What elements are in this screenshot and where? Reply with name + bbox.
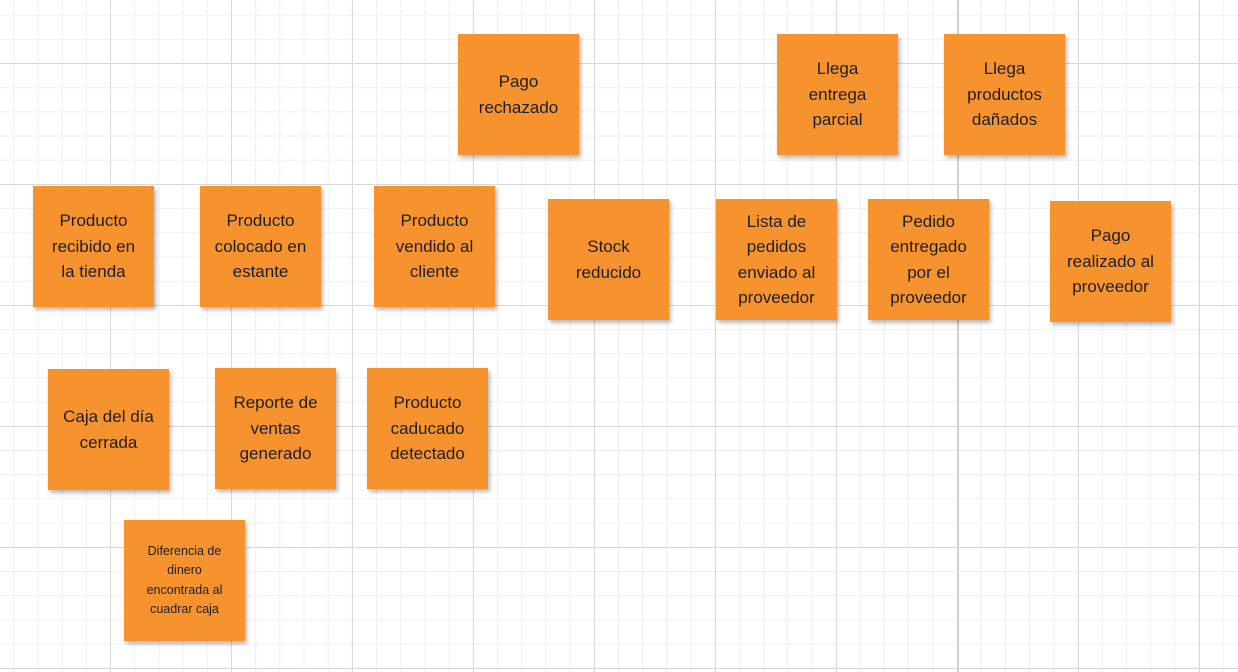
sticky-note-pedido-entregado[interactable]: Pedido entregado por el proveedor <box>868 199 989 320</box>
sticky-note-diferencia-dinero[interactable]: Diferencia de dinero encontrada al cuadr… <box>124 520 245 641</box>
sticky-note-producto-caducado[interactable]: Producto caducado detectado <box>367 368 488 489</box>
sticky-note-pago-realizado[interactable]: Pago realizado al proveedor <box>1050 201 1171 322</box>
sticky-note-text: Diferencia de dinero encontrada al cuadr… <box>146 543 223 617</box>
sticky-note-text: Llega entrega parcial <box>808 59 867 130</box>
sticky-note-lista-pedidos[interactable]: Lista de pedidos enviado al proveedor <box>716 199 837 320</box>
sticky-note-llega-productos-danados[interactable]: Llega productos dañados <box>944 34 1065 155</box>
sticky-note-producto-colocado[interactable]: Producto colocado en estante <box>200 186 321 307</box>
sticky-note-text: Producto caducado detectado <box>390 393 465 464</box>
sticky-note-text: Producto vendido al cliente <box>395 211 474 282</box>
sticky-note-text: Caja del día cerrada <box>63 407 154 452</box>
sticky-note-text: Llega productos dañados <box>967 59 1042 130</box>
sticky-note-text: Pago realizado al proveedor <box>1067 226 1154 297</box>
sticky-note-caja-cerrada[interactable]: Caja del día cerrada <box>48 369 169 490</box>
sticky-note-stock-reducido[interactable]: Stock reducido <box>548 199 669 320</box>
sticky-note-producto-recibido[interactable]: Producto recibido en la tienda <box>33 186 154 307</box>
sticky-note-reporte-ventas[interactable]: Reporte de ventas generado <box>215 368 336 489</box>
sticky-note-text: Producto colocado en estante <box>214 211 307 282</box>
section-divider-line <box>958 0 959 672</box>
sticky-note-producto-vendido[interactable]: Producto vendido al cliente <box>374 186 495 307</box>
sticky-note-text: Stock reducido <box>575 237 642 282</box>
sticky-note-text: Lista de pedidos enviado al proveedor <box>737 211 816 308</box>
sticky-note-text: Pago rechazado <box>478 72 559 117</box>
sticky-note-text: Pedido entregado por el proveedor <box>890 211 967 308</box>
sticky-note-llega-entrega-parcial[interactable]: Llega entrega parcial <box>777 34 898 155</box>
sticky-note-text: Producto recibido en la tienda <box>51 211 136 282</box>
sticky-note-text: Reporte de ventas generado <box>233 393 318 464</box>
sticky-note-pago-rechazado[interactable]: Pago rechazado <box>458 34 579 155</box>
